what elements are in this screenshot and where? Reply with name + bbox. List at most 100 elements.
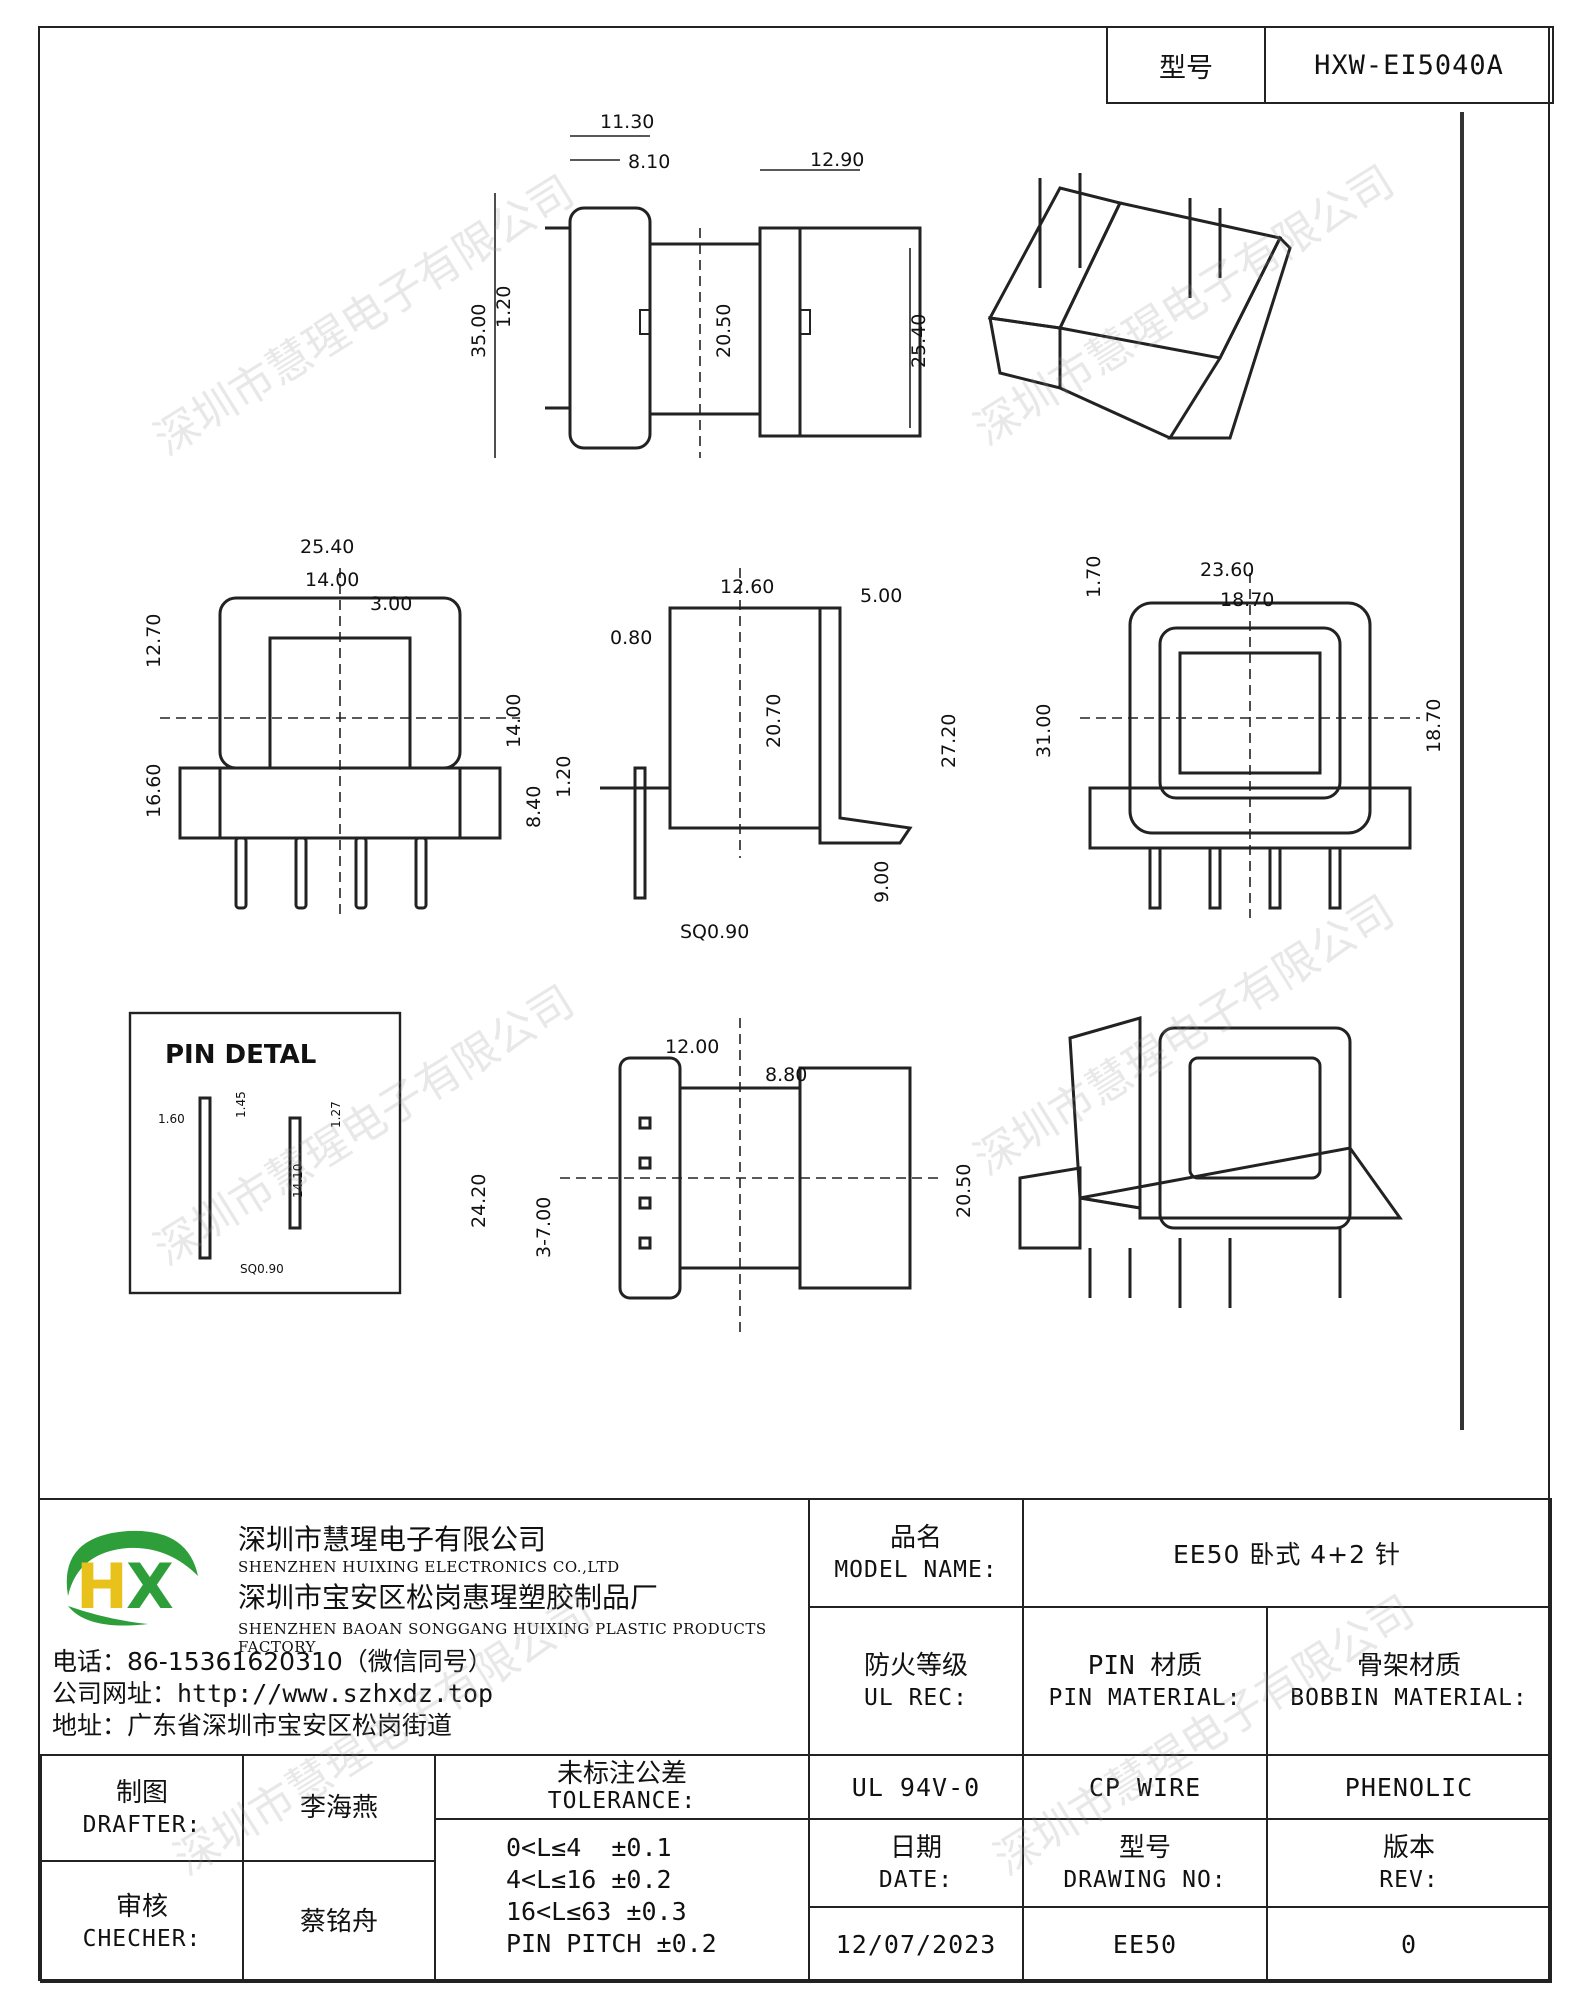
front-view: [160, 568, 520, 918]
date-label-cell: 日期 DATE:: [808, 1818, 1024, 1908]
iso-view-bottom: [1018, 1016, 1403, 1308]
bobbin-material-label-cn: 骨架材质: [1356, 1651, 1461, 1681]
header-type-label: 型号: [1106, 26, 1266, 104]
dim-16-60: 16.60: [143, 764, 165, 818]
tolerance-label-cn: 未标注公差: [556, 1759, 687, 1789]
dim-20-70: 20.70: [763, 694, 785, 748]
model-name-label-cn: 品名: [889, 1523, 942, 1553]
factory-name-cn: 深圳市宝安区松岗惠瑆塑胶制品厂: [238, 1581, 659, 1614]
drawing-no-value: EE50: [1022, 1906, 1268, 1983]
end-view: [1080, 573, 1420, 918]
drawing-no-label-cn: 型号: [1118, 1833, 1171, 1863]
pin-detail-box: [128, 1011, 402, 1295]
tolerance-label-cell: 未标注公差 TOLERANCE:: [434, 1754, 810, 1820]
dim-1-20-a: 1.20: [493, 286, 515, 328]
drawing-no-label-cell: 型号 DRAWING NO:: [1022, 1818, 1268, 1908]
iso-view-top: [987, 173, 1292, 440]
top-view-flange: [568, 206, 652, 450]
rev-label-en: REV:: [1379, 1867, 1439, 1893]
bobbin-material-label-en: BOBBIN MATERIAL:: [1290, 1685, 1528, 1711]
dim-8-80: 8.80: [765, 1064, 807, 1086]
dim-sq0-90: SQ0.90: [680, 921, 749, 943]
pin-detail-pins: [198, 1096, 302, 1260]
bobbin-material-value: PHENOLIC: [1266, 1754, 1552, 1820]
ul-label-en: UL REC:: [864, 1685, 968, 1711]
date-label-en: DATE:: [878, 1867, 954, 1893]
pin-material-label-cn: PIN 材质: [1087, 1651, 1203, 1681]
dim-3-00: 3.00: [370, 593, 412, 615]
tolerance-line-1: 0<L≤4 ±0.1: [506, 1833, 672, 1862]
svg-text:X: X: [126, 1550, 174, 1623]
dim-3-7-00: 3-7.00: [533, 1197, 555, 1258]
dim-23-60: 23.60: [1200, 559, 1254, 581]
pin-detail-label-5: SQ0.90: [240, 1262, 284, 1276]
company-website[interactable]: 公司网址：http://www.szhxdz.top: [52, 1679, 494, 1708]
company-logo: H X: [66, 1530, 198, 1626]
drafter-name: 李海燕: [242, 1754, 436, 1862]
bottom-view: [560, 1018, 940, 1338]
rev-label-cn: 版本: [1382, 1833, 1435, 1863]
company-name-cn: 深圳市慧瑆电子有限公司: [238, 1523, 547, 1556]
company-address: 地址：广东省深圳市宝安区松岗街道: [52, 1711, 453, 1740]
dim-12-70: 12.70: [143, 614, 165, 668]
dim-27-20: 27.20: [938, 714, 960, 768]
dim-12-60: 12.60: [720, 576, 774, 598]
factory-name-en: SHENZHEN BAOAN SONGGANG HUIXING PLASTIC …: [238, 1620, 767, 1656]
ul-label-cell: 防火等级 UL REC:: [808, 1606, 1024, 1756]
checker-label-en: CHECHER:: [82, 1925, 202, 1952]
dim-18-70-b: 18.70: [1423, 699, 1440, 753]
dim-12-00: 12.00: [665, 1036, 719, 1058]
dim-20-50-a: 20.50: [713, 304, 735, 358]
drafter-label-en: DRAFTER:: [82, 1812, 202, 1838]
drawing-sheet: 型号 HXW-EI5040A: [38, 26, 1554, 1983]
dim-11-30: 11.30: [600, 111, 654, 133]
side-view: [600, 568, 913, 900]
date-value: 12/07/2023: [808, 1906, 1024, 1983]
bobbin-material-label-cell: 骨架材质 BOBBIN MATERIAL:: [1266, 1606, 1552, 1756]
pin-detail-title: PIN DETAL: [165, 1040, 316, 1070]
dim-12-90: 12.90: [810, 149, 864, 171]
ul-label-cn: 防火等级: [863, 1651, 968, 1681]
drawing-frame-line: [1460, 112, 1464, 1430]
dim-25-40-b: 25.40: [300, 536, 354, 558]
rev-label-cell: 版本 REV:: [1266, 1818, 1552, 1908]
tolerance-line-2: 4<L≤16 ±0.2: [506, 1865, 672, 1894]
drawing-no-label-en: DRAWING NO:: [1063, 1867, 1227, 1893]
pin-material-value: CP WIRE: [1022, 1754, 1268, 1820]
dim-14-00-b: 14.00: [503, 694, 525, 748]
dim-35-00: 35.00: [468, 304, 490, 358]
tolerance-line-3: 16<L≤63 ±0.3: [506, 1897, 687, 1926]
rev-value: 0: [1266, 1906, 1552, 1983]
dim-31-00: 31.00: [1033, 704, 1055, 758]
company-name-en: SHENZHEN HUIXING ELECTRONICS CO.,LTD: [238, 1558, 620, 1576]
technical-drawing: 11.30 8.10 12.90 1.20 35.00 20.50 25.40 …: [128, 111, 1440, 1338]
ul-value: UL 94V-0: [808, 1754, 1024, 1820]
dim-8-10: 8.10: [628, 151, 670, 173]
dim-0-80: 0.80: [610, 627, 652, 649]
checker-label-cn: 审核: [115, 1891, 168, 1922]
date-label-cn: 日期: [889, 1833, 942, 1863]
checker-label-cell: 审核 CHECHER:: [40, 1860, 244, 1983]
pin-material-label-en: PIN MATERIAL:: [1048, 1685, 1242, 1711]
company-phone: 电话：86-15361620310（微信同号）: [52, 1647, 493, 1676]
top-view-core: [648, 242, 762, 416]
tolerance-label-en: TOLERANCE:: [547, 1788, 697, 1814]
pin-detail-label-2: 1.45: [234, 1091, 248, 1118]
model-name-label-cell: 品名 MODEL NAME:: [808, 1498, 1024, 1608]
pin-detail-label-4: 14.10: [291, 1164, 305, 1198]
dim-14-00-a: 14.00: [305, 569, 359, 591]
dim-9-00: 9.00: [871, 861, 893, 903]
dim-1-70: 1.70: [1083, 556, 1105, 598]
checker-name: 蔡铭舟: [242, 1860, 436, 1983]
dim-8-40: 8.40: [523, 786, 545, 828]
top-view-flange-right: [758, 226, 922, 438]
dim-24-20: 24.20: [468, 1174, 490, 1228]
dim-5-00: 5.00: [860, 585, 902, 607]
dim-18-70-a: 18.70: [1220, 589, 1274, 611]
pin-detail-label-3: 1.27: [329, 1101, 343, 1128]
dim-25-40-a: 25.40: [908, 314, 930, 368]
pin-detail-label-1: 1.60: [158, 1112, 185, 1126]
tolerance-values-cell: 0<L≤4 ±0.1 4<L≤16 ±0.2 16<L≤63 ±0.3 PIN …: [434, 1818, 810, 1983]
svg-text:H: H: [76, 1550, 128, 1623]
dim-20-50-b: 20.50: [953, 1164, 975, 1218]
